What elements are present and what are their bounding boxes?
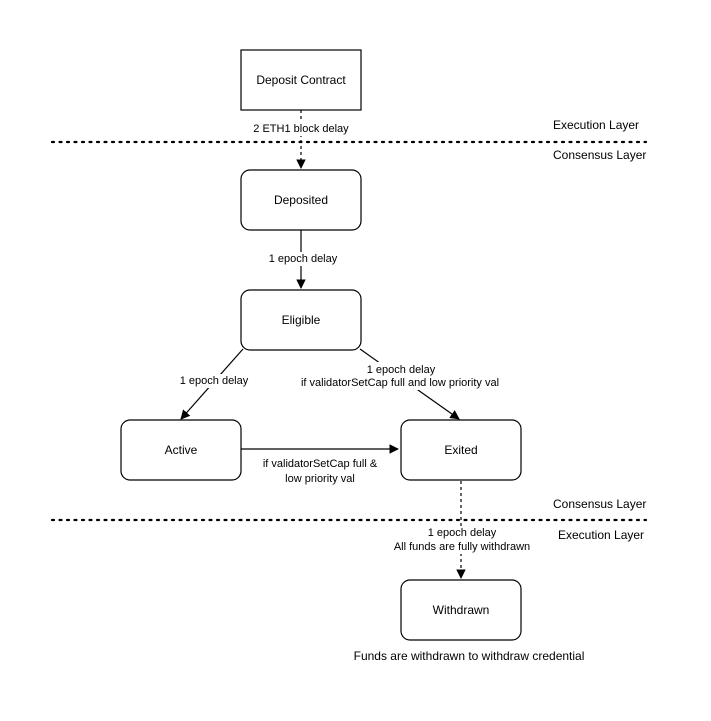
layer-label-execution-top: Execution Layer bbox=[553, 118, 639, 132]
node-eligible-box bbox=[240, 289, 362, 351]
edge-label-eligible-to-exited-line2: if validatorSetCap full and low priority… bbox=[301, 377, 499, 389]
node-deposited: Deposited bbox=[240, 169, 362, 231]
edge-label-bg-deposit bbox=[250, 122, 352, 136]
node-active-label: Active bbox=[165, 443, 198, 457]
node-withdrawn-label: Withdrawn bbox=[433, 603, 490, 617]
edge-label-bg-eligible-active bbox=[174, 374, 254, 388]
edge-label-bg-eligible-exited bbox=[298, 362, 502, 390]
node-deposit-contract-label: Deposit Contract bbox=[256, 73, 346, 87]
withdrawn-note: Funds are withdrawn to withdraw credenti… bbox=[354, 649, 585, 663]
node-exited-label: Exited bbox=[444, 443, 477, 457]
node-eligible-label: Eligible bbox=[282, 313, 321, 327]
node-exited-box bbox=[400, 419, 522, 481]
node-active-box bbox=[120, 419, 242, 481]
node-deposited-box bbox=[240, 169, 362, 231]
node-withdrawn-box bbox=[400, 579, 522, 641]
node-deposit-contract-box bbox=[240, 49, 362, 111]
edge-label-bg-deposited bbox=[262, 252, 342, 266]
edge-label-active-to-exited-line2: low priority val bbox=[285, 473, 355, 485]
edge-label-eligible-to-active: 1 epoch delay bbox=[180, 375, 249, 387]
edge-label-deposited-to-eligible: 1 epoch delay bbox=[269, 253, 338, 265]
edge-label-active-to-exited-line1: if validatorSetCap full & bbox=[263, 458, 378, 470]
node-eligible: Eligible bbox=[240, 289, 362, 351]
edge-label-bg-exited bbox=[395, 526, 529, 554]
node-deposited-label: Deposited bbox=[274, 193, 328, 207]
layer-label-consensus-top: Consensus Layer bbox=[553, 148, 646, 162]
layer-label-execution-bottom: Execution Layer bbox=[558, 528, 644, 542]
node-active: Active bbox=[120, 419, 242, 481]
edge-label-eligible-to-exited-line1: 1 epoch delay bbox=[367, 364, 436, 376]
node-exited: Exited bbox=[400, 419, 522, 481]
layer-label-consensus-bottom: Consensus Layer bbox=[553, 497, 646, 511]
node-withdrawn: Withdrawn bbox=[400, 579, 522, 641]
edge-label-exited-to-withdrawn-line2: All funds are fully withdrawn bbox=[394, 541, 530, 553]
edge-label-exited-to-withdrawn-line1: 1 epoch delay bbox=[428, 527, 497, 539]
node-deposit-contract: Deposit Contract bbox=[240, 49, 362, 111]
edge-label-deposit-to-deposited: 2 ETH1 block delay bbox=[253, 123, 349, 135]
